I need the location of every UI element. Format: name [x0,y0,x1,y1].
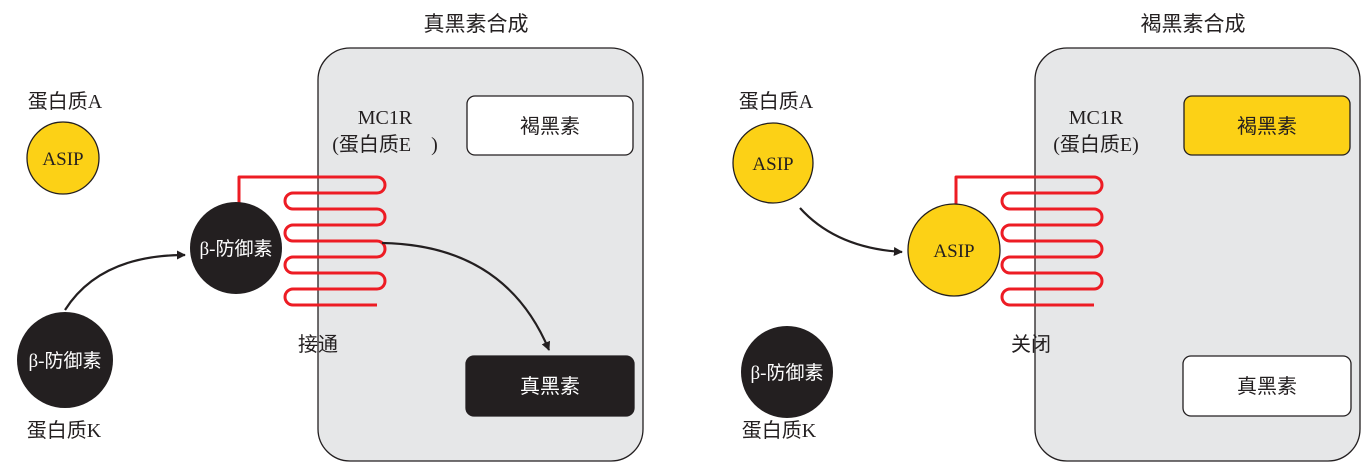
right-panel-pheomelanin: 褐黑素合成 褐黑素 真黑素 MC1R (蛋白质E) 关闭 蛋白质A ASIP A… [732,12,1361,462]
left-pheomelanin-box [466,95,634,156]
right-protein-k-circle-label: β-防御素 [751,362,824,384]
right-asip-circle [732,122,814,204]
left-asip-label: ASIP [42,149,83,170]
left-bound-defensin-circle [190,202,282,294]
left-receptor-label-line2: (蛋白质E ) [332,133,438,156]
left-protein-k-circle [17,312,113,408]
left-mc1r-receptor [237,175,387,307]
right-asip-label: ASIP [752,154,793,175]
left-binding-arrow [64,250,186,311]
left-protein-a-label: 蛋白质A [28,90,103,113]
right-switch-label: 关闭 [1011,333,1051,356]
left-eumelanin-label: 真黑素 [520,375,580,398]
right-bound-asip-label: ASIP [933,241,974,262]
right-bound-asip-circle [907,203,1001,297]
left-eumelanin-box [465,355,635,417]
left-signal-arrow [381,241,551,351]
right-protein-a-label: 蛋白质A [739,90,814,113]
left-protein-k-label: 蛋白质K [27,419,102,442]
right-eumelanin-box [1182,355,1352,417]
left-pheomelanin-label: 褐黑素 [520,115,580,138]
left-protein-k-circle-label: β-防御素 [29,350,102,372]
right-eumelanin-label: 真黑素 [1237,375,1297,398]
right-panel-title: 褐黑素合成 [1141,12,1246,36]
right-binding-arrow [799,207,903,256]
right-receptor-label-line2: (蛋白质E) [1053,133,1139,156]
right-pheomelanin-label: 褐黑素 [1237,115,1297,138]
right-mc1r-receptor [954,175,1104,307]
left-panel-eumelanin: 真黑素合成 褐黑素 真黑素 MC1R (蛋白质E ) 接通 蛋白质A ASIP … [17,12,644,462]
right-protein-k-label: 蛋白质K [742,419,817,442]
right-receptor-label-line1: MC1R [1069,107,1124,129]
left-receptor-label-line1: MC1R [358,107,413,129]
left-switch-label: 接通 [298,333,338,356]
left-panel-title: 真黑素合成 [424,12,529,36]
left-bound-defensin-label: β-防御素 [200,238,273,260]
right-pheomelanin-box [1183,95,1351,156]
right-protein-k-circle [741,326,833,418]
left-asip-circle [26,121,100,195]
